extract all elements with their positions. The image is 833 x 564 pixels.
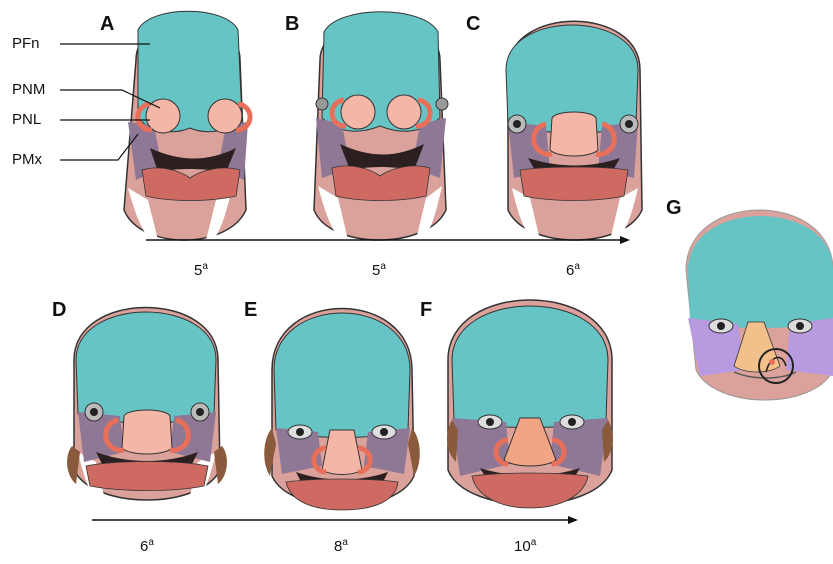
panel-d-medial-nasal	[122, 410, 172, 454]
panel-letter-g: G	[666, 198, 682, 218]
panel-c-medial-nasal	[550, 112, 598, 156]
panel-f-pupil-left	[486, 418, 494, 426]
week-suffix: a	[148, 537, 154, 548]
label-pnm: PNM	[12, 82, 45, 97]
panel-c-pupil-right	[625, 120, 633, 128]
panel-e-frontonasal	[274, 313, 410, 438]
panel-g-frontonasal	[688, 216, 833, 328]
timeline-arrow-bottom-head	[568, 516, 578, 524]
panel-letter-b: B	[285, 14, 299, 34]
week-suffix: a	[202, 261, 208, 272]
week-label-b: 5a	[372, 262, 386, 278]
panel-f-pupil-right	[568, 418, 576, 426]
week-label-a: 5a	[194, 262, 208, 278]
panel-e-pupil-left	[296, 428, 304, 436]
panel-letter-c: C	[466, 14, 480, 34]
panel-a-drawing	[124, 11, 250, 240]
panel-b-medial-nasal-right	[387, 95, 421, 129]
timeline-arrow-top-head	[620, 236, 630, 244]
panel-b-drawing	[314, 12, 448, 241]
panel-d-ear-right	[214, 446, 227, 484]
week-label-d: 6a	[140, 538, 154, 554]
panel-g-pupil-left	[717, 322, 725, 330]
panel-f-frontonasal	[452, 306, 608, 428]
panel-c-pupil-left	[513, 120, 521, 128]
panel-letter-e: E	[244, 300, 257, 320]
panel-e-pupil-right	[380, 428, 388, 436]
panel-letter-d: D	[52, 300, 66, 320]
week-label-c: 6a	[566, 262, 580, 278]
panel-f-mandible	[472, 473, 588, 508]
panel-b-medial-nasal-left	[341, 95, 375, 129]
panel-d-drawing	[67, 308, 227, 505]
panel-g-drawing	[686, 210, 833, 400]
week-suffix: a	[531, 537, 537, 548]
panel-d-pupil-right	[196, 408, 204, 416]
panel-f-drawing	[447, 300, 613, 508]
label-pfn: PFn	[12, 36, 40, 51]
panel-b-frontonasal	[322, 12, 440, 132]
panel-g-nostril	[769, 359, 775, 365]
panel-b-eye-left	[316, 98, 328, 110]
panel-e-drawing	[264, 309, 420, 511]
panel-d-mandible	[86, 462, 208, 491]
panel-letter-a: A	[100, 14, 114, 34]
week-suffix: a	[380, 261, 386, 272]
leader-pmx	[60, 134, 138, 160]
week-suffix: a	[342, 537, 348, 548]
week-label-f: 10a	[514, 538, 536, 554]
panel-e-mandible	[286, 479, 398, 510]
panel-d-ear-left	[67, 446, 80, 484]
panel-letter-f: F	[420, 300, 432, 320]
panel-g-pupil-right	[796, 322, 804, 330]
week-number: 10	[514, 538, 531, 555]
week-label-e: 8a	[334, 538, 348, 554]
panel-b-eye-right	[436, 98, 448, 110]
week-suffix: a	[574, 261, 580, 272]
panel-c-drawing	[506, 21, 642, 240]
panel-c-mandible	[520, 167, 628, 201]
label-pmx: PMx	[12, 152, 42, 167]
label-pnl: PNL	[12, 112, 41, 127]
panel-d-pupil-left	[90, 408, 98, 416]
